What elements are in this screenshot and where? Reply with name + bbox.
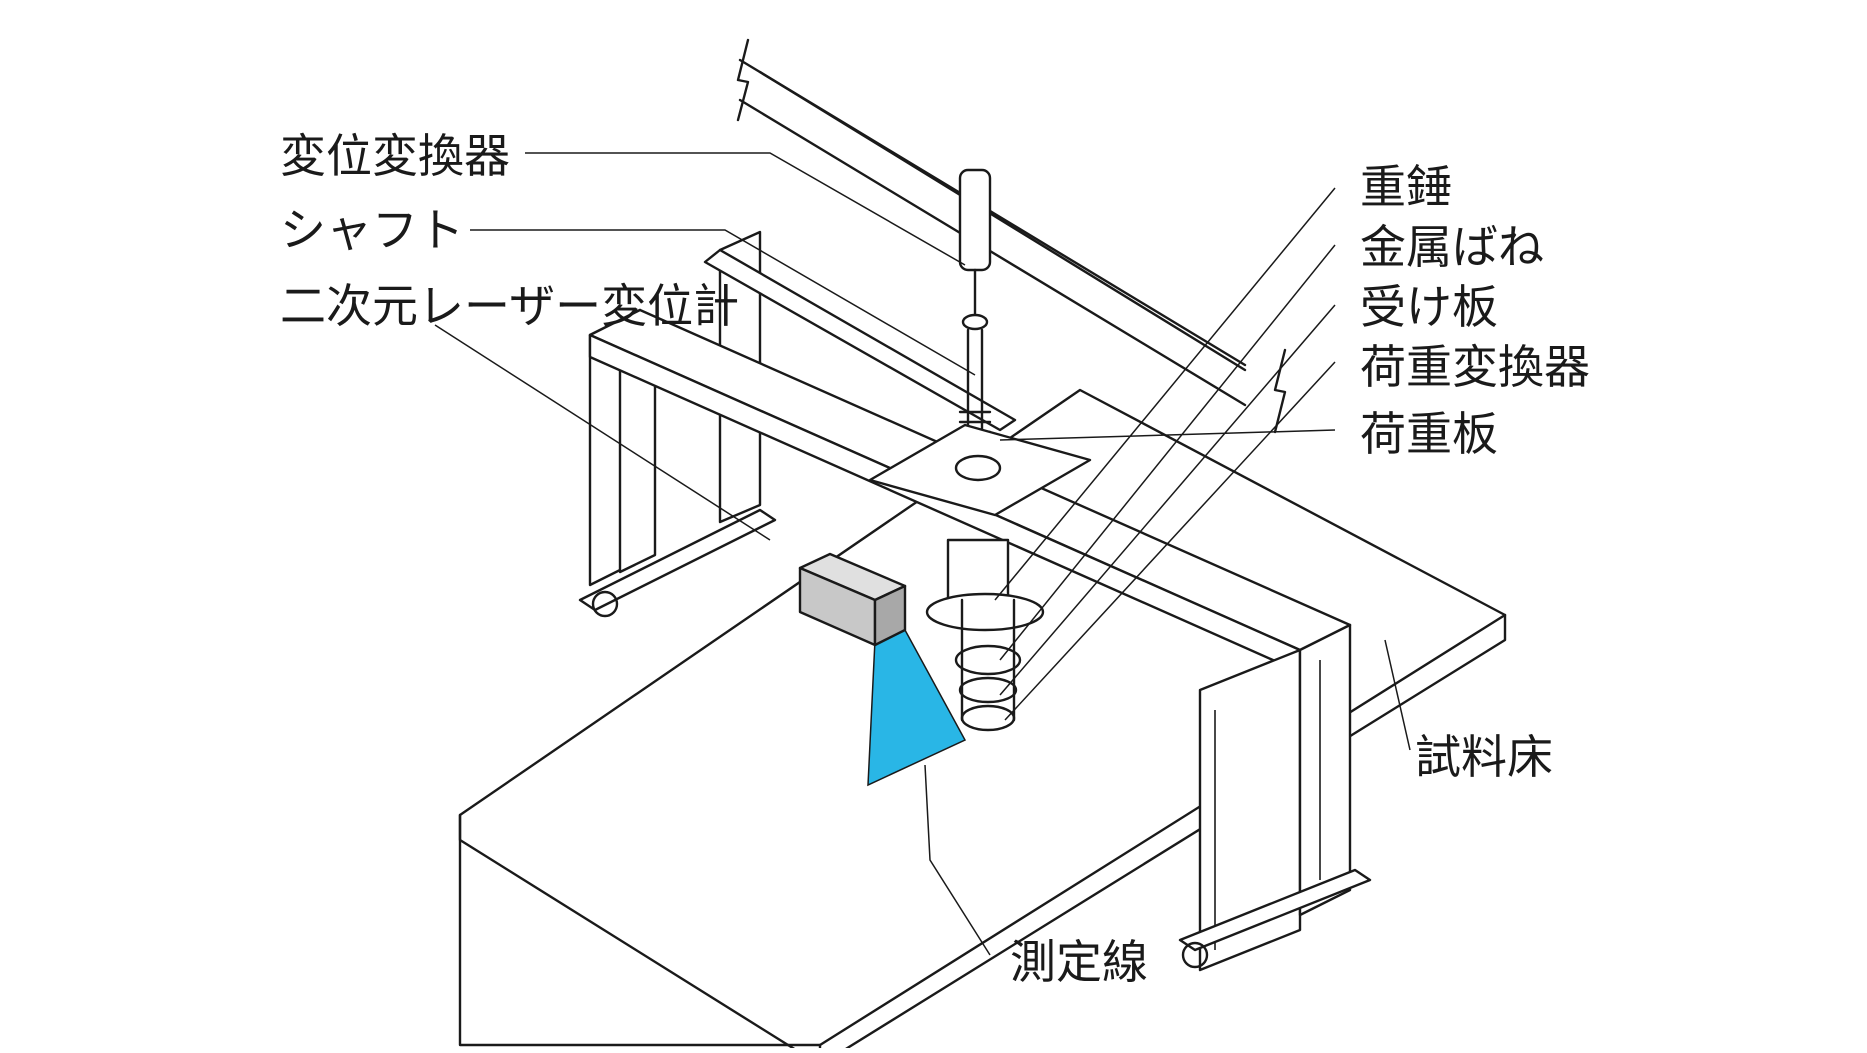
label-sample-floor: 試料床 (1415, 730, 1553, 784)
overhead-rail (738, 40, 1285, 432)
label-receiving-plate: 受け板 (1360, 280, 1498, 334)
label-shaft: シャフト (280, 203, 464, 257)
label-load-transducer: 荷重変換器 (1360, 340, 1590, 394)
label-measurement-line: 測定線 (1010, 935, 1148, 989)
label-laser-displacement-meter: 二次元レーザー変位計 (280, 279, 739, 333)
label-metal-spring: 金属ばね (1360, 220, 1544, 274)
label-displacement-transducer: 変位変換器 (280, 129, 510, 183)
label-weight: 重錘 (1360, 160, 1452, 214)
label-load-plate: 荷重板 (1360, 407, 1498, 461)
